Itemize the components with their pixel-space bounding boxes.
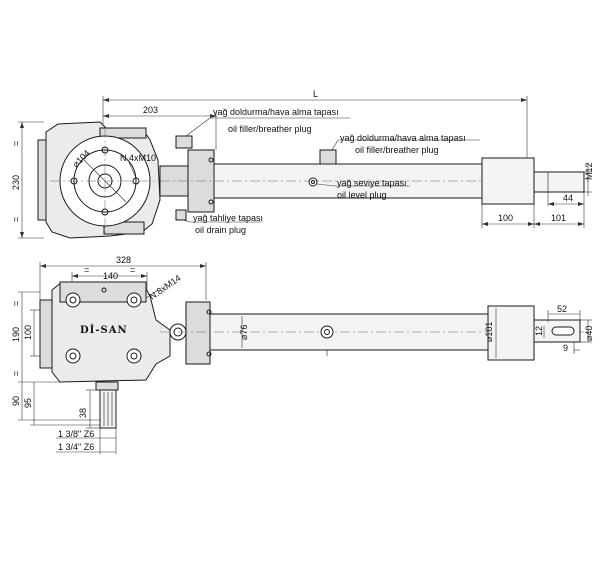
dim-eq-label: = bbox=[84, 265, 89, 275]
bolt-head-icon bbox=[126, 292, 142, 308]
bolt-hole-icon bbox=[101, 146, 109, 154]
arrow-icon bbox=[210, 114, 216, 118]
dim-95-label: 95 bbox=[23, 398, 33, 408]
bolt-hole-icon bbox=[101, 208, 109, 216]
dim-230-label: 230 bbox=[11, 175, 21, 190]
leader-line bbox=[185, 117, 211, 137]
dim-12-label: 12 bbox=[534, 326, 544, 336]
side-level-plug-core bbox=[324, 329, 330, 335]
dim-d101-label: ⌀101 bbox=[484, 322, 494, 342]
arrow-icon bbox=[20, 122, 24, 128]
bolt-head-icon bbox=[65, 292, 81, 308]
oil-level-plug-core bbox=[311, 180, 315, 184]
output-shaft bbox=[533, 171, 585, 193]
side-view: 328 = 140 = 190 = = 100 90 95 bbox=[11, 255, 594, 454]
arrow-icon bbox=[20, 232, 24, 238]
dim-203-label: 203 bbox=[143, 105, 158, 115]
eq-mark: = bbox=[11, 217, 21, 222]
arrow-icon bbox=[521, 98, 527, 102]
filler-tr-label: yağ doldurma/hava alma tapası bbox=[213, 107, 339, 117]
dim-L-label: L bbox=[313, 89, 318, 99]
dim-190-label: 190 bbox=[11, 327, 21, 342]
eq-mark: = bbox=[11, 141, 21, 146]
dim-M12-label: M12 bbox=[584, 162, 594, 180]
flange-plate bbox=[37, 139, 47, 221]
arrow-icon bbox=[141, 274, 147, 278]
dim-line-d104 bbox=[83, 159, 127, 203]
leader-line bbox=[331, 139, 339, 151]
arrow-icon bbox=[103, 98, 109, 102]
keyway-slot bbox=[551, 326, 575, 336]
bolt-hole-icon bbox=[70, 177, 78, 185]
dim-90-label: 90 bbox=[11, 396, 21, 406]
dim-d40-label: ⌀40 bbox=[584, 326, 594, 341]
bolt-core-icon bbox=[130, 352, 138, 360]
drain-tr-label: yağ tahliye tapası bbox=[193, 213, 263, 223]
eq-mark: = bbox=[11, 371, 21, 376]
leader-line bbox=[182, 219, 191, 223]
leader-line bbox=[127, 159, 137, 179]
arrow-icon bbox=[103, 114, 109, 118]
bolt-head-icon bbox=[65, 348, 81, 364]
dim-140-label: 140 bbox=[103, 271, 118, 281]
brand-logo-text: Dİ-SAN bbox=[80, 323, 128, 336]
dim-52-label: 52 bbox=[557, 304, 567, 314]
bolt-holes-label: N.4xM10 bbox=[120, 153, 156, 163]
arrow-icon bbox=[578, 222, 584, 226]
bolt-hole-icon bbox=[101, 287, 107, 293]
bolt-hole-icon bbox=[208, 157, 214, 163]
leader-line bbox=[145, 289, 159, 299]
arrow-icon bbox=[548, 202, 554, 206]
output-hub bbox=[481, 157, 535, 205]
side-bolt-holes-label: N.8xM14 bbox=[147, 273, 182, 302]
eq-mark: = bbox=[11, 301, 21, 306]
filler2-en-label: oil filler/breather plug bbox=[355, 145, 439, 155]
oil-level-plug-icon bbox=[308, 177, 318, 187]
drain-en-label: oil drain plug bbox=[195, 225, 246, 235]
arrow-icon bbox=[482, 222, 488, 226]
drain-plug-icon bbox=[175, 209, 187, 221]
arrow-icon bbox=[200, 264, 206, 268]
dim-44-label: 44 bbox=[563, 193, 573, 203]
dim-eq-label: = bbox=[130, 265, 135, 275]
spline2-label: 1 3/4" Z6 bbox=[58, 442, 94, 452]
leader-line bbox=[316, 183, 336, 187]
dim-101-label: 101 bbox=[551, 213, 566, 223]
level-tr-label: yağ seviye tapası bbox=[337, 178, 407, 188]
dim-d76-label: ⌀76 bbox=[239, 325, 249, 340]
bolt-hole-icon bbox=[206, 351, 212, 357]
bolt-core-icon bbox=[69, 296, 77, 304]
side-output-hub bbox=[487, 305, 535, 361]
arrow-icon bbox=[528, 222, 534, 226]
breather-plug-icon bbox=[175, 135, 193, 149]
bolt-head-icon bbox=[126, 348, 142, 364]
dim-100-label: 100 bbox=[498, 213, 513, 223]
bolt-hole-icon bbox=[208, 199, 214, 205]
bolt-hole-icon bbox=[206, 309, 212, 315]
level-en-label: oil level plug bbox=[337, 190, 387, 200]
side-flange-plate bbox=[39, 299, 53, 369]
arrow-icon bbox=[578, 202, 584, 206]
bolt-core-icon bbox=[130, 296, 138, 304]
housing-top-boss bbox=[99, 127, 147, 139]
breather-plug-2-icon bbox=[319, 149, 337, 165]
dim-38-label: 38 bbox=[78, 408, 88, 418]
dim-100-side-label: 100 bbox=[23, 325, 33, 340]
side-tube-flange bbox=[185, 301, 211, 365]
dim-328-label: 328 bbox=[116, 255, 131, 265]
input-collar bbox=[95, 381, 119, 391]
bolt-core-icon bbox=[69, 352, 77, 360]
arrow-icon bbox=[72, 274, 78, 278]
spline1-label: 1 3/8" Z6 bbox=[58, 429, 94, 439]
side-level-plug-icon bbox=[320, 325, 334, 339]
arrow-icon bbox=[534, 222, 540, 226]
top-view: L 203 230 = = ⌀104 N.4xM10 bbox=[11, 89, 594, 239]
filler2-tr-label: yağ doldurma/hava alma tapası bbox=[340, 133, 466, 143]
dim-9-label: 9 bbox=[563, 343, 568, 353]
filler-en-label: oil filler/breather plug bbox=[228, 124, 312, 134]
arrow-icon bbox=[40, 264, 46, 268]
